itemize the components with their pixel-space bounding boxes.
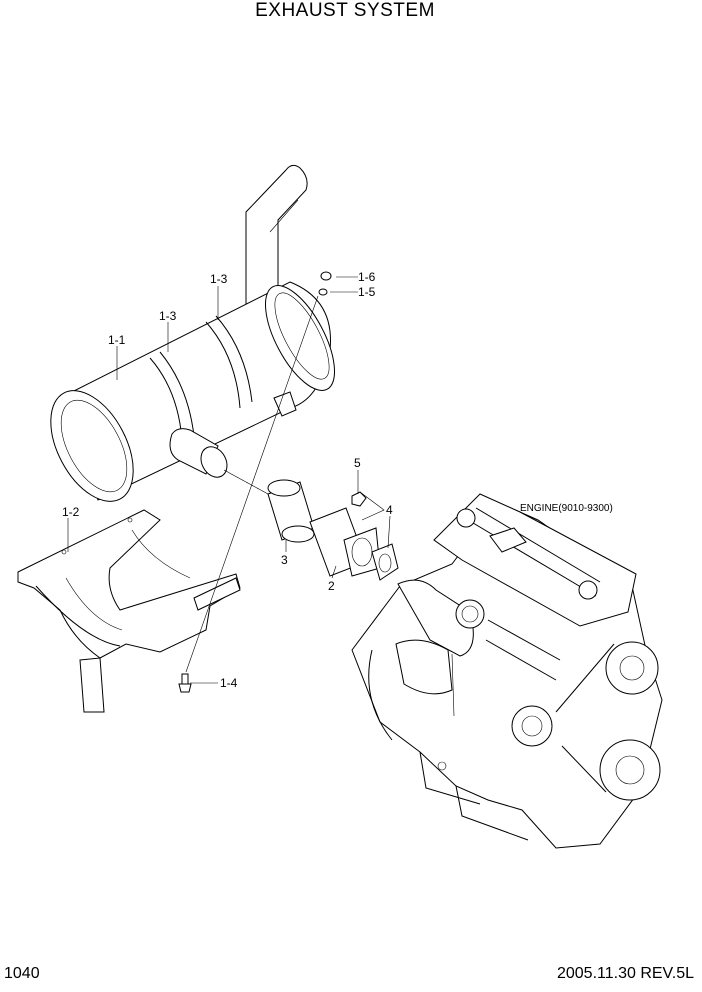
callout-1-5: 1-5: [358, 285, 376, 299]
callout-1-3-lower: 1-3: [159, 309, 177, 323]
callout-1-2: 1-2: [62, 505, 80, 519]
callout-5: 5: [354, 456, 361, 470]
bolt: [178, 673, 192, 693]
engine-label: ENGINE(9010-9300): [520, 503, 613, 514]
muffler-assembly: [50, 164, 336, 502]
page-number: 1040: [4, 965, 40, 982]
revision-date: 2005.11.30 REV.5L: [556, 965, 694, 982]
leader-lines: [67, 276, 391, 684]
gasket: [371, 543, 399, 581]
exhaust-pipe: [309, 507, 381, 577]
clamp: [267, 479, 315, 543]
callout-4: 4: [386, 503, 393, 517]
page-title: EXHAUST SYSTEM: [255, 0, 435, 21]
mounting-bracket: [17, 509, 241, 713]
callout-3: 3: [281, 553, 288, 567]
callout-1-3-upper: 1-3: [210, 272, 228, 286]
callout-1-4: 1-4: [220, 676, 238, 690]
nut-and-washer: [318, 271, 332, 296]
engine: [351, 493, 663, 849]
callout-2: 2: [328, 579, 335, 593]
callout-1-1: 1-1: [108, 333, 126, 347]
nut: [351, 491, 367, 507]
callout-1-6: 1-6: [358, 270, 376, 284]
